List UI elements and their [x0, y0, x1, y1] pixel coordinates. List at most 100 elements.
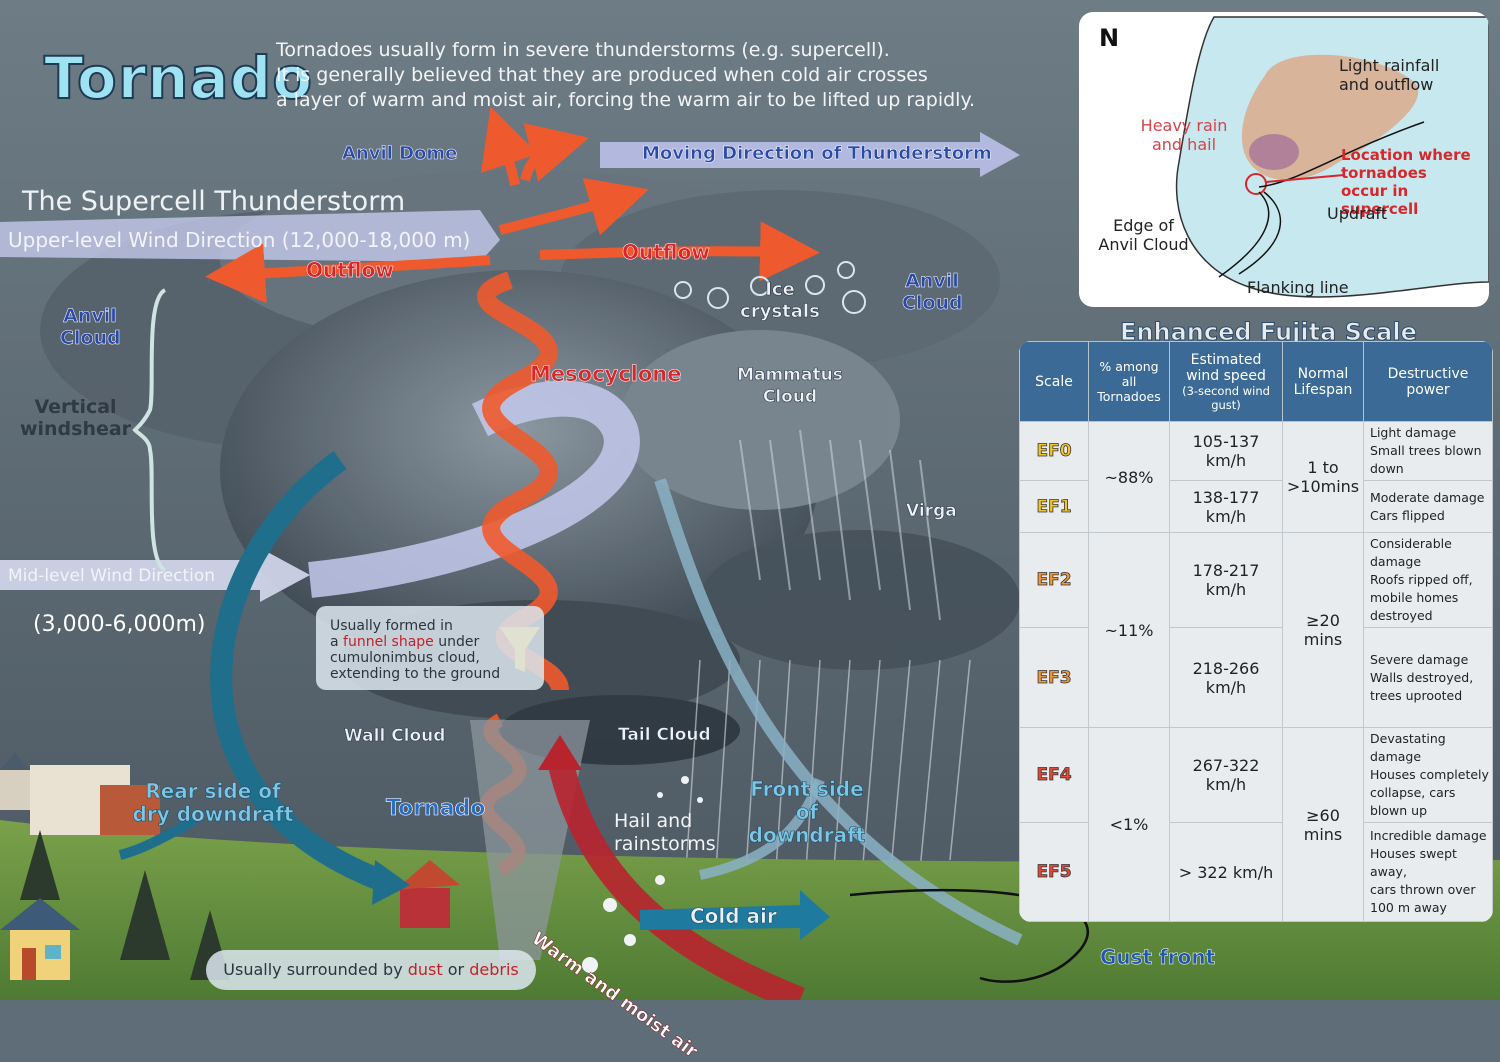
- inset-updraft: Updraft: [1327, 204, 1388, 223]
- ef-speed-cell: > 322 km/h: [1169, 822, 1283, 922]
- rear-side-arrow: [118, 815, 198, 860]
- funnel-note-line-2: a funnel shape under: [330, 634, 530, 650]
- inset-heavy-rain: Heavy rain and hail: [1140, 116, 1228, 154]
- dust-note-dust: dust: [407, 960, 443, 979]
- ef-pct-cell: ~11%: [1088, 532, 1170, 728]
- inset-flanking: Flanking line: [1247, 278, 1349, 297]
- outflow-arrows: [205, 106, 820, 304]
- ef-speed-cell: 138-177 km/h: [1169, 480, 1283, 533]
- label-gust-front: Gust front: [1100, 945, 1216, 970]
- inset-edge: Edge of Anvil Cloud: [1098, 216, 1189, 254]
- inflow-ribbon: [308, 380, 640, 598]
- ef-scale-cell: EF3: [1019, 627, 1089, 728]
- ef-scale-table: Scale % among all Tornadoes Estimated wi…: [1019, 341, 1493, 922]
- houses-left: [0, 752, 160, 835]
- ef-life-cell: 1 to >10mins: [1282, 421, 1364, 533]
- label-outflow-left: Outflow: [306, 258, 394, 283]
- table-row: EF4 <1% 267-322 km/h ≥60 mins Devastatin…: [1019, 727, 1493, 922]
- ef-speed-cell: 178-217 km/h: [1169, 532, 1283, 628]
- label-mammatus: Mammatus Cloud: [737, 365, 843, 408]
- ef-pct-cell: <1%: [1088, 727, 1170, 922]
- label-tornado: Tornado: [386, 796, 486, 822]
- cold-air-arrow: [640, 890, 830, 940]
- intro-line-1: Tornadoes usually form in severe thunder…: [276, 39, 890, 61]
- label-mesocyclone: Mesocyclone: [530, 362, 682, 387]
- intro-line-2: It is generally believed that they are p…: [276, 64, 928, 86]
- ef-header-speed-main: Estimated wind speed: [1186, 351, 1266, 384]
- label-upper-wind: Upper-level Wind Direction (12,000-18,00…: [8, 228, 471, 252]
- label-mid-wind-range: (3,000-6,000m): [33, 612, 206, 637]
- table-row: EF0 ~88% 105-137 km/h 1 to >10mins Light…: [1019, 421, 1493, 533]
- inset-map-graphic: [1175, 16, 1489, 298]
- inset-location: Location where tornadoes occur in superc…: [1341, 146, 1471, 218]
- intro-line-3: a layer of warm and moist air, forcing t…: [276, 89, 976, 111]
- funnel-note-pre: a: [330, 634, 344, 650]
- moving-direction-arrow: [600, 132, 1020, 177]
- funnel-note-highlight: funnel shape: [343, 634, 434, 650]
- dust-note-debris: debris: [469, 960, 519, 979]
- label-tail-cloud: Tail Cloud: [618, 725, 711, 746]
- ef-life-cell: ≥20 mins: [1282, 532, 1364, 728]
- ef-scale-cell: EF0: [1019, 421, 1089, 481]
- ef-power-line: Severe damage: [1370, 651, 1469, 667]
- ef-power-line: Walls destroyed,: [1370, 669, 1474, 685]
- label-hail: Hail and rainstorms: [614, 810, 716, 855]
- ef-power-line: Small trees blown down: [1370, 443, 1482, 476]
- ef-speed-cell: 105-137 km/h: [1169, 421, 1283, 481]
- ef-header-speed: Estimated wind speed(3-second wind gust): [1169, 341, 1283, 422]
- funnel-note-post: under: [433, 634, 480, 650]
- label-front-side: Front side of downdraft: [748, 777, 866, 847]
- label-moving-direction: Moving Direction of Thunderstorm: [642, 143, 992, 165]
- virga-streaks: [739, 429, 941, 621]
- dust-note: Usually surrounded by dust or debris: [206, 950, 536, 990]
- ef-life-cell: ≥60 mins: [1282, 727, 1364, 922]
- label-mid-wind: Mid-level Wind Direction: [8, 566, 216, 586]
- page-title: Tornado: [43, 43, 314, 113]
- intro-text: Tornadoes usually form in severe thunder…: [276, 38, 975, 113]
- label-anvil-dome: Anvil Dome: [342, 143, 458, 165]
- ice-crystal-icons: [674, 261, 866, 314]
- table-row: EF2 ~11% 178-217 km/h ≥20 mins Considera…: [1019, 532, 1493, 728]
- ef-power-line: Houses swept away,: [1370, 846, 1457, 879]
- label-rear-side: Rear side of dry downdraft: [132, 779, 294, 826]
- funnel-note-line-3: cumulonimbus cloud,: [330, 650, 480, 666]
- ef-power-line: Devastating damage: [1370, 731, 1446, 764]
- ef-scale-cell: EF5: [1019, 822, 1089, 922]
- rear-downdraft-arrow: [210, 451, 385, 891]
- ef-power-line: Houses completely collapse, cars blown u…: [1370, 767, 1489, 818]
- supercell-map-inset: N Light rainfall and outflow Heavy rain …: [1079, 12, 1489, 307]
- front-side-arrow: [698, 778, 825, 880]
- ef-speed-cell: 267-322 km/h: [1169, 727, 1283, 823]
- dust-note-pre: Usually surrounded by: [223, 960, 408, 979]
- funnel-note-line-4: extending to the ground: [330, 666, 501, 682]
- ef-power-line: Considerable damage: [1370, 536, 1452, 569]
- label-supercell: The Supercell Thunderstorm: [22, 186, 406, 217]
- label-virga: Virga: [906, 501, 957, 522]
- label-cold-air: Cold air: [690, 904, 777, 929]
- ef-pct-cell: ~88%: [1088, 421, 1170, 533]
- ef-scale-cell: EF1: [1019, 480, 1089, 533]
- funnel-note-line-1: Usually formed in: [330, 618, 453, 634]
- ef-scale-cell: EF2: [1019, 532, 1089, 628]
- ef-header-scale: Scale: [1019, 341, 1089, 422]
- ef-power-line: Incredible damage: [1370, 828, 1487, 843]
- label-anvil-cloud-right: Anvil Cloud: [902, 270, 963, 315]
- north-arrow-icon: N: [1099, 24, 1120, 52]
- ef-scale-cell: EF4: [1019, 727, 1089, 823]
- ef-speed-cell: 218-266 km/h: [1169, 627, 1283, 728]
- label-ice-crystals: Ice crystals: [740, 279, 820, 323]
- label-outflow-right: Outflow: [622, 240, 710, 265]
- ef-power-line: Roofs ripped off,: [1370, 572, 1473, 587]
- ef-header-speed-sub: (3-second wind gust): [1182, 383, 1270, 412]
- ef-power-line: Light damage: [1370, 425, 1457, 440]
- gust-front-line: [849, 888, 1089, 983]
- ef-header-life: Normal Lifespan: [1282, 341, 1364, 422]
- windshear-bracket: [132, 288, 167, 572]
